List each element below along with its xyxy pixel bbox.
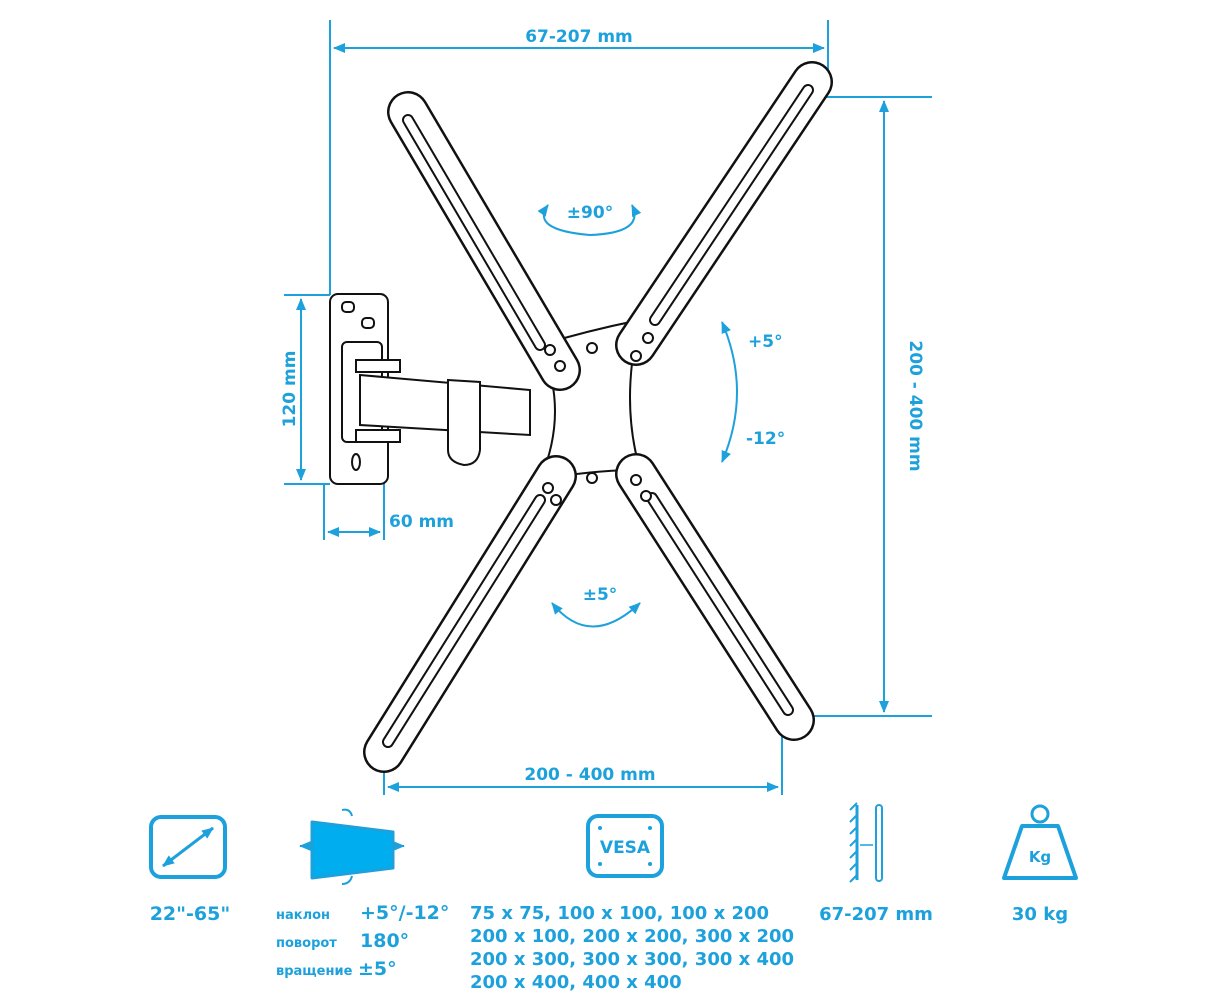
svg-text:200 x 100, 200 x 200, 300 x 20: 200 x 100, 200 x 200, 300 x 200: [470, 926, 794, 947]
wall-distance-icon: [849, 802, 883, 883]
svg-text:75 x 75, 100 x 100, 100 x 200: 75 x 75, 100 x 100, 100 x 200: [470, 903, 769, 924]
tilt-label: наклон: [276, 908, 330, 923]
bottom-width-label: 200 - 400 mm: [524, 765, 655, 785]
svg-text:+5°: +5°: [748, 332, 783, 352]
swivel-value: 180°: [360, 930, 409, 952]
arm-bottom-left: [363, 455, 577, 773]
right-height-label: 200 - 400 mm: [905, 340, 925, 471]
tilt-indicator: +5° -12°: [721, 321, 785, 463]
svg-text:VESA: VESA: [600, 838, 651, 858]
swing-arm: [355, 359, 531, 467]
svg-text:200 x 400, 400 x 400: 200 x 400, 400 x 400: [470, 972, 682, 993]
dimension-right: 200 - 400 mm: [800, 96, 932, 717]
rotation-label: вращение: [276, 964, 353, 979]
dimension-top: 67-207 mm: [329, 20, 829, 295]
svg-text:200 x 300, 300 x 300, 300 x 40: 200 x 300, 300 x 300, 300 x 400: [470, 949, 794, 970]
swivel-indicator: ±5°: [551, 585, 641, 628]
vesa-icon: VESA: [586, 814, 664, 878]
svg-text:±90°: ±90°: [567, 203, 613, 223]
arm-top-right: [615, 61, 833, 366]
screen-size-icon: [149, 815, 227, 879]
svg-text:-12°: -12°: [746, 429, 785, 449]
dimension-bottom: 200 - 400 mm: [383, 735, 783, 795]
top-width-label: 67-207 mm: [525, 27, 633, 47]
mounting-arms: [363, 61, 833, 773]
tilt-swivel-icon: [299, 808, 405, 885]
plate-height-label: 120 mm: [280, 351, 300, 428]
rotate-90-indicator: ±90°: [537, 203, 642, 237]
weight-icon: Kg: [1002, 804, 1078, 880]
arm-top-left: [387, 91, 581, 391]
rotation-value: ±5°: [358, 958, 397, 980]
plate-depth-label: 60 mm: [389, 512, 454, 532]
dimension-plate-height: 120 mm: [280, 294, 330, 485]
wall-distance-value: 67-207 mm: [819, 904, 933, 925]
arm-bottom-right: [615, 453, 815, 741]
swivel-label: поворот: [276, 936, 337, 951]
svg-text:±5°: ±5°: [583, 585, 618, 605]
tilt-value: +5°/-12°: [360, 902, 449, 924]
vesa-list: 75 x 75, 100 x 100, 100 x 200 200 x 100,…: [470, 903, 794, 993]
screen-size-value: 22"-65": [150, 903, 231, 925]
max-load-value: 30 kg: [1012, 904, 1068, 925]
svg-text:Kg: Kg: [1029, 848, 1051, 866]
